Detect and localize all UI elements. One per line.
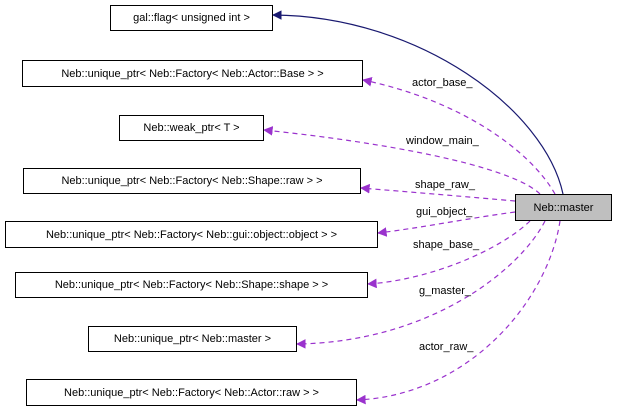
- class-node-gal-flag[interactable]: gal::flag< unsigned int >: [110, 5, 273, 31]
- edge-label-shape-raw: shape_raw_: [415, 179, 475, 191]
- member-edge-g-master: [296, 220, 546, 349]
- class-node-unique-ptr-gui-object[interactable]: Neb::unique_ptr< Neb::Factory< Neb::gui:…: [5, 221, 378, 248]
- member-edge-window-main: [263, 126, 541, 195]
- edge-label-g-master: g_master_: [419, 285, 471, 297]
- inheritance-edge-flag: [272, 10, 564, 195]
- member-edge-actor-raw: [356, 220, 561, 405]
- focus-class-node-neb-master[interactable]: Neb::master: [515, 194, 612, 221]
- edge-label-actor-raw: actor_raw_: [419, 341, 474, 353]
- member-edge-shape-base: [367, 220, 531, 289]
- class-node-unique-ptr-actor-raw[interactable]: Neb::unique_ptr< Neb::Factory< Neb::Acto…: [26, 379, 357, 406]
- class-node-unique-ptr-shape-raw[interactable]: Neb::unique_ptr< Neb::Factory< Neb::Shap…: [23, 168, 361, 194]
- edge-label-actor-base: actor_base_: [412, 77, 473, 89]
- member-edge-shape-raw: [360, 183, 516, 202]
- class-node-unique-ptr-shape-shape[interactable]: Neb::unique_ptr< Neb::Factory< Neb::Shap…: [15, 272, 368, 298]
- class-node-unique-ptr-actor-base[interactable]: Neb::unique_ptr< Neb::Factory< Neb::Acto…: [22, 60, 363, 87]
- edge-label-gui-object: gui_object_: [416, 206, 473, 218]
- class-node-weak-ptr[interactable]: Neb::weak_ptr< T >: [119, 115, 264, 141]
- edge-label-shape-base: shape_base_: [413, 239, 480, 251]
- member-edge-actor-base: [362, 77, 556, 195]
- edge-label-window-main: window_main_: [406, 135, 479, 147]
- class-node-unique-ptr-master[interactable]: Neb::unique_ptr< Neb::master >: [88, 326, 297, 352]
